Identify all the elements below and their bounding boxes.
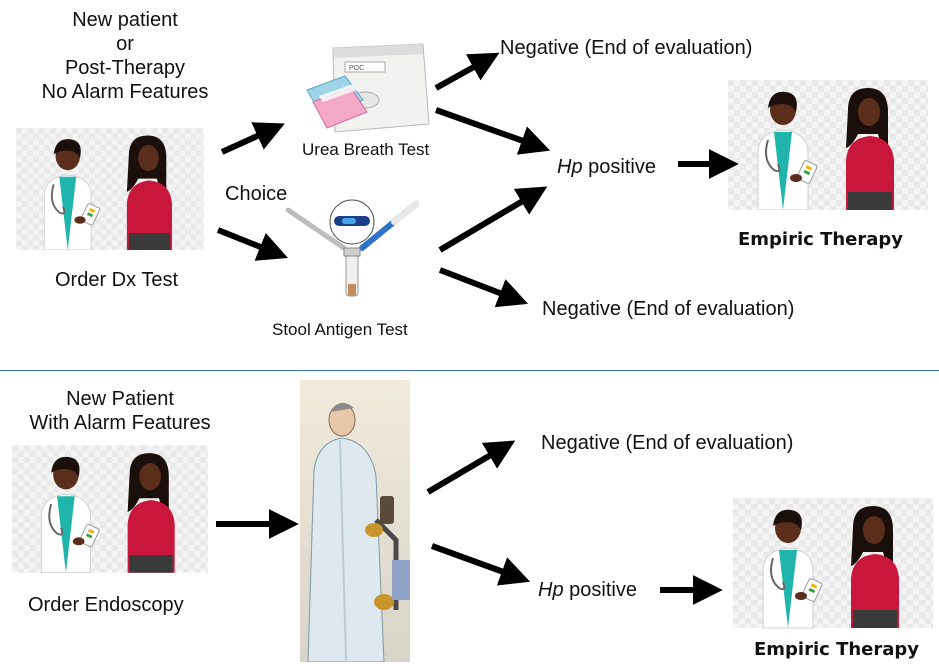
bottom-negative-label: Negative (End of evaluation) xyxy=(541,432,794,454)
urea-breath-test-label: Urea Breath Test xyxy=(302,140,430,159)
top-patient-line-3: Post-Therapy xyxy=(64,57,186,79)
bottom-hp-positive-label: Hp positive xyxy=(538,578,637,602)
arrow-urea-to-negative xyxy=(434,52,500,91)
top-patient-label: New patient or Post-Therapy No Alarm Fea… xyxy=(30,8,220,104)
device-brand-text: POC xyxy=(349,65,364,72)
top-patient-line-4: No Alarm Features xyxy=(41,81,209,103)
top-negative-label-2: Negative (End of evaluation) xyxy=(542,298,795,320)
stool-antigen-test-illustration xyxy=(285,199,419,297)
top-negative-label-1: Negative (End of evaluation) xyxy=(500,37,753,59)
endoscopy-illustration xyxy=(300,380,410,662)
bottom-patient-line-1: New Patient xyxy=(66,388,174,410)
top-order-label: Order Dx Test xyxy=(55,269,178,291)
top-hp-rest: positive xyxy=(582,156,656,178)
arrow-urea-to-hp-positive xyxy=(434,107,551,155)
arrow-to-urea-breath-test xyxy=(220,122,285,155)
top-empiric-therapy-label: Empiric Therapy xyxy=(738,229,904,250)
arrow-endoscopy-to-negative xyxy=(426,440,516,495)
bottom-order-label: Order Endoscopy xyxy=(28,594,184,616)
top-patient-line-1: New patient xyxy=(72,9,178,31)
bottom-patient-line-2: With Alarm Features xyxy=(29,412,211,434)
bottom-empiric-therapy-label: Empiric Therapy xyxy=(754,639,920,660)
bottom-hp-italic: Hp xyxy=(538,579,564,601)
stool-antigen-test-label: Stool Antigen Test xyxy=(272,320,408,339)
arrow-to-stool-antigen-test xyxy=(216,227,289,261)
section-divider xyxy=(0,370,939,371)
urea-breath-test-device-illustration: POC xyxy=(306,43,430,133)
top-hp-italic: Hp xyxy=(557,156,583,178)
top-hp-positive-label: Hp positive xyxy=(557,155,656,179)
choice-label: Choice xyxy=(225,183,288,205)
arrow-endoscopy-to-hp-positive xyxy=(430,543,531,586)
arrow-stool-to-negative xyxy=(438,267,529,308)
top-patient-line-2: or xyxy=(116,33,134,55)
bottom-hp-rest: positive xyxy=(563,579,637,601)
arrow-stool-to-hp-positive xyxy=(438,186,548,253)
bottom-patient-label: New Patient With Alarm Features xyxy=(5,387,235,435)
